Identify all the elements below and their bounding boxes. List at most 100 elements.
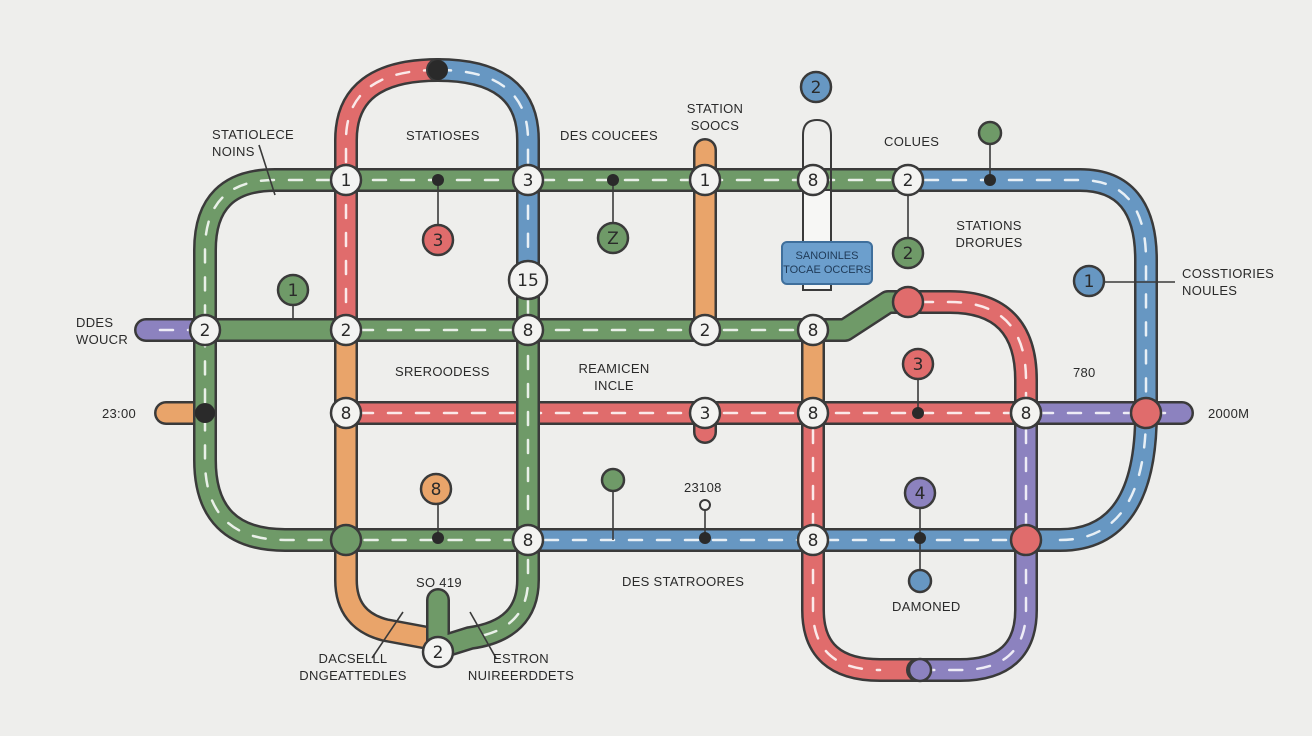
dot (432, 532, 444, 544)
station-number: 15 (517, 271, 539, 291)
label-damoned: DAMONED (892, 599, 961, 614)
marker-circle (799, 70, 833, 104)
station-circle (1009, 396, 1043, 430)
label-line: INCLE (594, 378, 634, 393)
label-line: WOUCR (76, 332, 129, 347)
label-station-soocs: STATION SOOCS (675, 100, 755, 134)
marker-m8: 8 (419, 472, 453, 506)
station-s13: 3 (688, 396, 722, 430)
label-line: DNGEATTEDLES (299, 668, 407, 683)
label-des-coucees: DES COUCEES (560, 128, 658, 143)
marker-number: 1 (1084, 272, 1095, 292)
line-dots (195, 60, 996, 544)
marker-circle (1072, 264, 1106, 298)
station-s12: 8 (329, 396, 363, 430)
station-number: 2 (903, 171, 914, 191)
station-circle (511, 523, 545, 557)
label-time-right: 2000M (1208, 406, 1250, 421)
station-number: 8 (808, 404, 819, 424)
label-line: DRORUES (955, 235, 1023, 250)
label-top-left: STATIOLECE NOINS (212, 126, 294, 160)
marker-m2: Z (596, 221, 630, 255)
station-number: 3 (523, 171, 534, 191)
label-sreroodess: SREROODESS (395, 364, 490, 379)
station-number: 8 (523, 531, 534, 551)
marker-number: 3 (913, 355, 924, 375)
station-circle (507, 259, 549, 301)
transfer-circles (329, 285, 1163, 683)
blue-line (426, 58, 1158, 552)
station-circle (688, 313, 722, 347)
label-dacselll: DACSELLL DNGEATTEDLES (298, 650, 408, 684)
label-line: DACSELLL (318, 651, 388, 666)
marker-m6: 1 (1072, 264, 1106, 298)
label-line: NOULES (1182, 283, 1238, 298)
dot (699, 499, 711, 511)
station-circle (796, 396, 830, 430)
station-number: 8 (808, 321, 819, 341)
label-colues: COLUES (884, 134, 940, 149)
station-circle (796, 523, 830, 557)
station-s1: 1 (329, 163, 363, 197)
transfer-circle (1009, 523, 1043, 557)
label-line: REAMICEN (578, 361, 650, 376)
station-s14: 8 (796, 396, 830, 430)
station-s7: 2 (329, 313, 363, 347)
transfer-circle (329, 523, 363, 557)
station-circle (891, 163, 925, 197)
marker-circle (903, 476, 937, 510)
junction-dot (195, 403, 215, 423)
station-circle (421, 635, 455, 669)
station-circle (511, 313, 545, 347)
label-reamicen: REAMICEN INCLE (568, 360, 660, 394)
station-number: 8 (1021, 404, 1032, 424)
label-line: ESTRON (493, 651, 549, 666)
orange-line (154, 138, 825, 650)
station-s8: 8 (511, 313, 545, 347)
transfer-circle (907, 657, 933, 683)
marker-number: 1 (288, 281, 299, 301)
station-s18: 8 (1009, 396, 1043, 430)
marker-m7: 3 (901, 347, 935, 381)
label-780: 780 (1073, 365, 1096, 380)
marker-m9: 4 (903, 476, 937, 510)
leader-lines (258, 134, 1175, 659)
label-des-statroores: DES STATROORES (622, 574, 745, 589)
station-number: 2 (433, 643, 444, 663)
station-number: 8 (808, 171, 819, 191)
station-s5: 2 (891, 163, 925, 197)
station-number: 1 (700, 171, 711, 191)
station-number: 2 (700, 321, 711, 341)
station-s2: 3 (511, 163, 545, 197)
station-number: 3 (700, 404, 711, 424)
station-number: 8 (523, 321, 534, 341)
dot (432, 174, 444, 186)
marker-circle (419, 472, 453, 506)
station-circle (329, 396, 363, 430)
label-stations-drorues: STATIONS DRORUES (944, 217, 1034, 251)
station-s6: 2 (188, 313, 222, 347)
station-number: 8 (341, 404, 352, 424)
marker-circle (276, 273, 310, 307)
dot (984, 174, 996, 186)
station-number: 1 (341, 171, 352, 191)
top-junction-dot (428, 60, 448, 80)
label-so419: SO 419 (416, 575, 462, 590)
marker-number: 2 (811, 78, 822, 98)
dot (699, 532, 711, 544)
badge-line: TOCAE OCCERS (783, 264, 871, 276)
label-line: STATIOLECE (212, 127, 294, 142)
marker-dot (907, 568, 933, 594)
label-estron: ESTRON NUIREERDDETS (466, 650, 576, 684)
info-badge: SANOINLES TOCAE OCCERS (781, 241, 873, 285)
marker-number: 3 (433, 231, 444, 251)
label-line: NUIREERDDETS (467, 668, 575, 683)
station-s3: 1 (688, 163, 722, 197)
station-circle (511, 163, 545, 197)
station-s17: 8 (796, 523, 830, 557)
label-23108: 23108 (684, 480, 722, 495)
marker-dot (600, 467, 626, 493)
